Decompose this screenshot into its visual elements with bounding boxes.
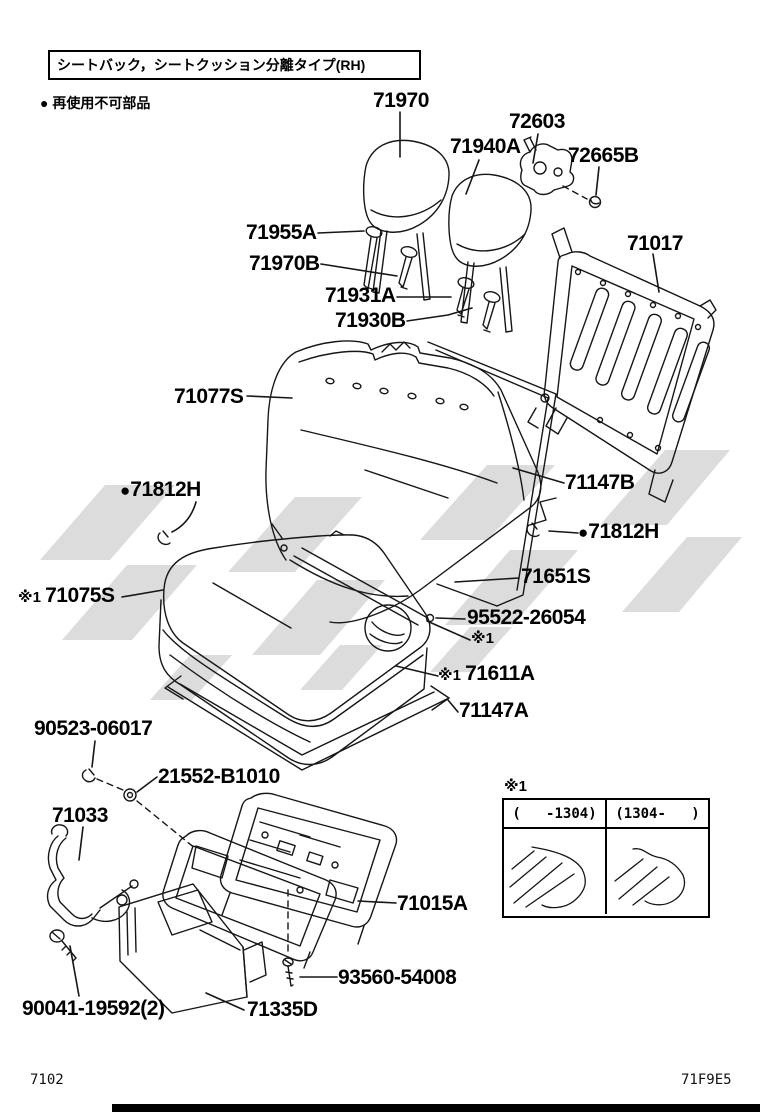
part-number-text: 71075S xyxy=(45,584,115,607)
inset-sketch-before xyxy=(504,829,607,914)
remark-inset-table: ( -1304) (1304- ) xyxy=(502,798,710,918)
part-label-71147A: 71147A xyxy=(459,699,529,722)
part-label-71611A: ※1 71611A xyxy=(438,663,535,684)
headrest-71970-drawing xyxy=(362,139,450,301)
part-number-text: 71015A xyxy=(397,892,468,915)
part-label-71017: 71017 xyxy=(627,233,683,254)
part-number-text: 72603 xyxy=(509,110,565,133)
part-label-1: ※1 xyxy=(471,631,494,646)
page-code: 7102 xyxy=(30,1072,64,1088)
non-reusable-dot: ● xyxy=(578,523,589,542)
part-label-71812H: ●71812H xyxy=(120,479,201,500)
part-number-text: 71651S xyxy=(521,565,591,588)
part-number-text: 71017 xyxy=(627,232,683,255)
part-number-text: 71955A xyxy=(246,221,317,244)
part-number-text: 71970B xyxy=(249,252,320,275)
part-number-text: 71147A xyxy=(459,699,529,722)
cap-72665b-drawing xyxy=(588,195,602,209)
non-reusable-dot: ● xyxy=(120,481,131,500)
headrest-support-screws-drawing xyxy=(363,226,501,333)
part-number-text: 71970 xyxy=(373,89,429,112)
inset-header-row: ( -1304) (1304- ) xyxy=(504,800,708,829)
part-number-text: 71812H xyxy=(588,520,659,543)
part-number-text: 90523-06017 xyxy=(34,717,153,740)
inset-col-after-1304: (1304- ) xyxy=(615,805,700,822)
part-label-71651S: 71651S xyxy=(521,565,591,588)
remark-mark: ※1 xyxy=(18,589,46,606)
part-number-text: 71077S xyxy=(174,385,244,408)
bottom-scan-bar xyxy=(112,1104,760,1112)
part-number-text: 71335D xyxy=(247,998,318,1021)
cushion-cover-71147a-drawing xyxy=(164,675,450,771)
part-label-71335D: 71335D xyxy=(247,999,318,1020)
seat-cushion-71075s-drawing xyxy=(158,530,431,766)
seatback-frame-71017-drawing xyxy=(527,227,717,503)
part-label-71075S: ※1 71075S xyxy=(18,585,115,606)
inset-sketch-after xyxy=(607,829,708,914)
diagram-title-box: シートバック，シートクッション分離タイプ(RH) xyxy=(48,50,421,80)
part-label-71930B: 71930B xyxy=(335,310,406,331)
clip-90523-drawing xyxy=(81,768,96,783)
part-label-71955A: 71955A xyxy=(246,222,317,243)
part-label-71970: 71970 xyxy=(373,90,429,111)
cover-71335d-drawing xyxy=(118,883,267,1014)
part-label-71033: 71033 xyxy=(52,805,108,826)
part-number-text: 95522-26054 xyxy=(467,606,586,629)
part-number-text: ※1 xyxy=(471,630,494,647)
part-label-72665B: 72665B xyxy=(568,145,639,166)
part-number-text: 72665B xyxy=(568,144,639,167)
screw-93560-drawing xyxy=(282,957,294,987)
part-label-71015A: 71015A xyxy=(397,893,468,914)
part-label-9052306017: 90523-06017 xyxy=(34,717,153,740)
leader-lines xyxy=(69,111,660,1011)
part-label-71931A: 71931A xyxy=(325,285,396,306)
part-number-text: 71931A xyxy=(325,284,396,307)
grommet-21552-drawing xyxy=(123,788,137,802)
part-number-text: 71033 xyxy=(52,804,108,827)
part-label-9356054008: 93560-54008 xyxy=(338,966,457,989)
bolt-90041-drawing xyxy=(49,929,77,962)
figure-code: 71F9E5 xyxy=(681,1072,732,1088)
part-number-text: 93560-54008 xyxy=(338,966,457,989)
part-number-text: 71611A xyxy=(465,662,535,685)
reuse-note: ● 再使用不可部品 xyxy=(40,95,151,111)
inset-body-row xyxy=(504,829,708,914)
part-number-text: 71812H xyxy=(130,478,201,501)
part-label-71077S: 71077S xyxy=(174,385,244,408)
seatback-pad-71077s-drawing xyxy=(265,340,542,624)
part-number-text: 71940A xyxy=(450,135,521,158)
part-label-90041195922: 90041-19592(2) xyxy=(22,997,165,1020)
part-label-21552B1010: 21552-B1010 xyxy=(158,766,280,787)
part-number-text: 71930B xyxy=(335,309,406,332)
assembly-dashed-lines xyxy=(96,185,588,957)
seat-frame-71015a-drawing xyxy=(162,792,398,969)
part-number-text: 21552-B1010 xyxy=(158,765,280,788)
part-label-71812H: ●71812H xyxy=(578,521,659,542)
clip-71812h-right-drawing xyxy=(526,522,540,538)
part-label-72603: 72603 xyxy=(509,111,565,132)
part-label-71970B: 71970B xyxy=(249,253,320,274)
remark-mark: ※1 xyxy=(438,667,466,684)
inset-col-before-1304: ( -1304) xyxy=(504,800,607,827)
part-number-text: ※1 xyxy=(504,778,527,795)
part-number-text: 71147B xyxy=(565,471,635,494)
part-label-9552226054: 95522-26054 xyxy=(467,606,586,629)
part-number-text: 90041-19592(2) xyxy=(22,997,165,1020)
headrest-71940a-drawing xyxy=(448,173,532,333)
part-label-71940A: 71940A xyxy=(450,136,521,157)
clip-71812h-left-drawing xyxy=(157,530,171,546)
lever-71033-drawing xyxy=(46,824,139,927)
bracket-72603-drawing xyxy=(519,136,575,196)
part-label-71147B: 71147B xyxy=(565,471,635,494)
part-label-1: ※1 xyxy=(504,779,527,794)
